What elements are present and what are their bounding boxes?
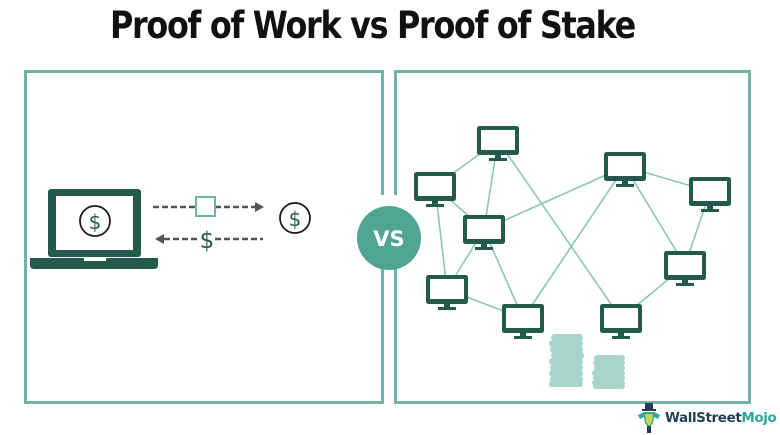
coin-stack-icon	[592, 355, 625, 389]
brand-name-part2: Mojo	[741, 410, 777, 426]
vs-label: VS	[373, 227, 404, 251]
block-icon	[195, 196, 216, 217]
network-link	[624, 166, 686, 266]
monitor-icon	[664, 251, 706, 286]
receiver-dollar-symbol: $	[289, 207, 302, 231]
network-nodes	[414, 126, 731, 339]
monitor-icon	[689, 177, 731, 212]
laptop-dollar-symbol: $	[89, 210, 102, 234]
monitor-icon	[604, 152, 646, 187]
monitor-icon	[463, 215, 505, 250]
network-link	[522, 166, 626, 319]
laptop-dollar-icon: $	[79, 205, 111, 237]
monitor-icon	[600, 304, 642, 339]
transfer-dollar-symbol: $	[200, 228, 215, 254]
wallstreetmojo-logo: WallStreetMojo	[636, 403, 777, 433]
monitor-icon	[414, 172, 456, 207]
coin-stack-icon	[549, 334, 584, 387]
vs-badge: VS	[357, 195, 421, 270]
network-link	[483, 165, 626, 231]
brand-name: WallStreetMojo	[665, 410, 777, 426]
monitor-icon	[426, 275, 468, 310]
monitor-icon	[502, 304, 544, 339]
mascot-icon	[638, 403, 660, 433]
monitor-icon	[477, 126, 519, 161]
page-title: Proof of Work vs Proof of Stake	[109, 4, 636, 47]
network-link	[483, 229, 524, 319]
arrow-left-icon: $	[155, 228, 263, 254]
dollar-coin-icon: $	[279, 202, 311, 234]
network-link	[497, 140, 622, 319]
arrow-right-icon	[153, 202, 264, 212]
brand-name-part1: WallStreet	[665, 410, 742, 426]
